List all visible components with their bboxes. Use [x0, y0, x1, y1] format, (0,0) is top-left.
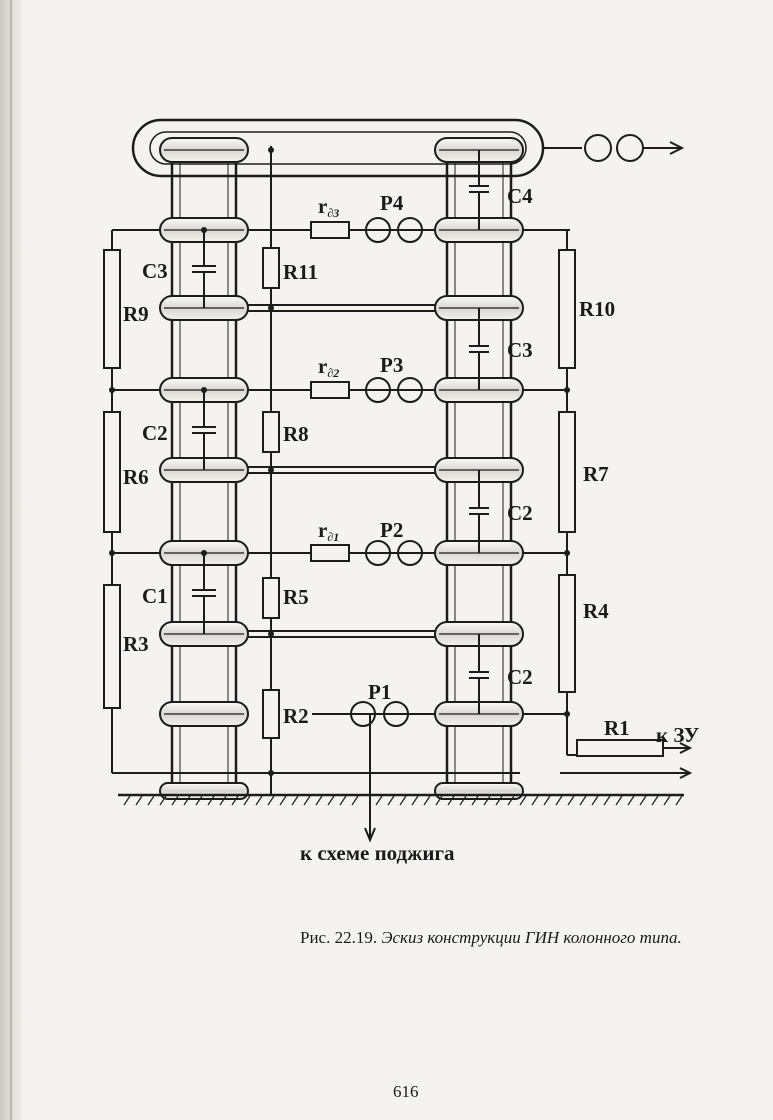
resistor-r7	[559, 412, 575, 532]
label-rd3: r∂3	[318, 194, 339, 220]
damping-resistor-rd1	[311, 545, 349, 561]
label-c4: C4	[507, 184, 533, 208]
label-r2: R2	[283, 704, 309, 728]
label-c1: C1	[142, 584, 168, 608]
damping-resistor-rd2	[311, 382, 349, 398]
resistor-r2	[263, 690, 279, 738]
resistor-r8	[263, 412, 279, 452]
label-p3: P3	[380, 353, 403, 377]
figure-number: Рис. 22.19.	[300, 928, 377, 947]
label-r5: R5	[283, 585, 309, 609]
figure-caption: Рис. 22.19. Эскиз конструкции ГИН колонн…	[300, 928, 682, 948]
label-c2-right-upper: C2	[507, 501, 533, 525]
label-r10: R10	[579, 297, 615, 321]
label-r7: R7	[583, 462, 609, 486]
resistor-r6	[104, 412, 120, 532]
label-to-charger: к ЗУ	[656, 723, 699, 747]
resistor-r5	[263, 578, 279, 618]
label-c2-left: C2	[142, 421, 168, 445]
label-r6: R6	[123, 465, 149, 489]
label-rd1: r∂1	[318, 518, 339, 544]
damping-resistor-rd3	[311, 222, 349, 238]
label-p4: P4	[380, 191, 404, 215]
label-r4: R4	[583, 599, 609, 623]
label-rd2: r∂2	[318, 354, 339, 380]
label-r11: R11	[283, 260, 318, 284]
resistor-r4	[559, 575, 575, 692]
label-to-ignition-circuit: к схеме поджига	[300, 841, 455, 865]
resistor-r3	[104, 585, 120, 708]
label-c3-left: C3	[142, 259, 168, 283]
resistor-r11	[263, 248, 279, 288]
figure-title: Эскиз конструкции ГИН колонного типа.	[381, 928, 681, 947]
resistor-r1	[577, 740, 663, 756]
label-r9: R9	[123, 302, 149, 326]
output-gap-ball-2	[617, 135, 643, 161]
label-p1: P1	[368, 680, 391, 704]
label-r8: R8	[283, 422, 309, 446]
output-gap-ball-1	[585, 135, 611, 161]
label-r3: R3	[123, 632, 149, 656]
label-r1: R1	[604, 716, 630, 740]
resistor-r10	[559, 250, 575, 368]
label-c3-right: C3	[507, 338, 533, 362]
label-p2: P2	[380, 518, 403, 542]
label-c2-right-lower: C2	[507, 665, 533, 689]
page-number: 616	[393, 1082, 419, 1102]
resistor-r9	[104, 250, 120, 368]
